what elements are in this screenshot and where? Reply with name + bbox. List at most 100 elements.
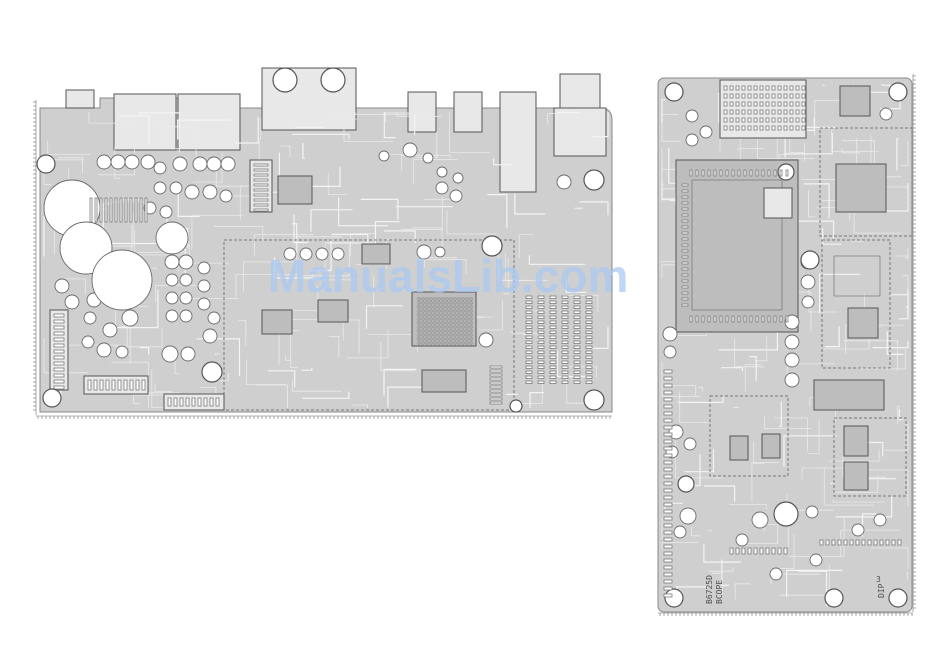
connector-pin	[54, 380, 64, 383]
capacitor	[379, 151, 389, 161]
capacitor	[111, 155, 125, 169]
smd-pad	[550, 381, 556, 384]
bga-ball	[450, 330, 452, 332]
smd-pad	[95, 198, 97, 222]
smd-pad	[714, 170, 716, 176]
capacitor	[684, 438, 696, 450]
power-jack-body	[554, 108, 606, 156]
smd-pad	[664, 377, 672, 380]
bga-ball	[430, 326, 432, 328]
smd-pad	[526, 381, 532, 384]
connector-pin	[124, 380, 127, 390]
capacitor	[208, 312, 220, 324]
bga-ball	[470, 302, 472, 304]
smd-pad	[526, 366, 532, 369]
capacitor	[770, 568, 782, 580]
connector-pin	[724, 126, 727, 130]
bga-ball	[462, 314, 464, 316]
capacitor	[154, 182, 166, 194]
bga-ball	[454, 310, 456, 312]
connector-pin	[790, 94, 793, 98]
capacitor	[84, 312, 96, 324]
capacitor	[736, 534, 748, 546]
capacitor	[82, 336, 94, 348]
bga-ball	[466, 318, 468, 320]
smd-pad	[140, 198, 142, 222]
smd-pad	[550, 326, 556, 329]
smd-pad	[756, 316, 758, 322]
connector-pin	[760, 86, 763, 90]
connector-pin	[754, 94, 757, 98]
capacitor	[403, 143, 417, 157]
bga-ball	[426, 310, 428, 312]
smd-pad	[490, 374, 502, 376]
smd-pad	[714, 316, 716, 322]
smd-pad	[550, 341, 556, 344]
smd-pad	[562, 331, 568, 334]
bga-ball	[438, 314, 440, 316]
capacitor	[97, 155, 111, 169]
relay-1	[730, 436, 748, 460]
smd-pad	[682, 196, 688, 198]
capacitor	[116, 346, 128, 358]
connector-pin	[766, 126, 769, 130]
smd-pad	[550, 336, 556, 339]
smd-pad	[115, 198, 117, 222]
connector-pin	[784, 110, 787, 114]
bga-ball	[470, 322, 472, 324]
smd-pad	[562, 356, 568, 359]
smd-pad	[732, 316, 734, 322]
smd-pad	[562, 351, 568, 354]
smd-pad	[682, 220, 688, 222]
bga-ball	[422, 342, 424, 344]
pcb-trace	[558, 112, 580, 113]
connector-pin	[198, 398, 201, 406]
smd-pad	[880, 540, 883, 545]
connector-pin	[778, 102, 781, 106]
smd-pad	[574, 311, 580, 314]
smd-pad	[562, 361, 568, 364]
smd-pad	[874, 540, 877, 545]
connector-pin	[760, 102, 763, 106]
hdmi-connector-2	[178, 94, 240, 150]
smd-pad	[682, 274, 688, 276]
smd-pad	[526, 326, 532, 329]
connector-pin	[796, 118, 799, 122]
connector-pin	[54, 314, 64, 317]
bga-ball	[454, 338, 456, 340]
connector-pin	[216, 398, 219, 406]
smd-pad	[784, 548, 787, 554]
connector-pin	[724, 94, 727, 98]
connector-pin	[754, 126, 757, 130]
connector-pin	[802, 94, 805, 98]
smd-pad	[135, 198, 137, 222]
smd-pad	[786, 316, 788, 322]
smd-pad	[574, 351, 580, 354]
dip-label: DIP	[877, 583, 886, 598]
smd-pad	[696, 170, 698, 176]
smd-pad	[586, 351, 592, 354]
connector-pin	[766, 102, 769, 106]
bga-ball	[422, 334, 424, 336]
bga-ball	[430, 334, 432, 336]
smd-pad	[586, 331, 592, 334]
bga-ball	[446, 302, 448, 304]
mounting-hole-right-3	[665, 589, 683, 607]
coaxial-out-connector	[454, 92, 482, 132]
bga-ball	[438, 338, 440, 340]
smd-pad	[90, 198, 92, 222]
smd-pad	[664, 559, 672, 562]
connector-pin	[54, 356, 64, 359]
smd-pad	[726, 170, 728, 176]
mounting-hole-left-3	[202, 362, 222, 382]
bga-ball	[446, 318, 448, 320]
smd-pad	[664, 426, 672, 429]
smd-pad	[682, 262, 688, 264]
smd-pad	[750, 316, 752, 322]
smd-pad	[664, 489, 672, 492]
transformer-1	[844, 426, 868, 456]
mounting-hole-right-8	[678, 476, 694, 492]
smd-pad	[574, 366, 580, 369]
connector-pin	[784, 126, 787, 130]
smd-pad	[538, 331, 544, 334]
